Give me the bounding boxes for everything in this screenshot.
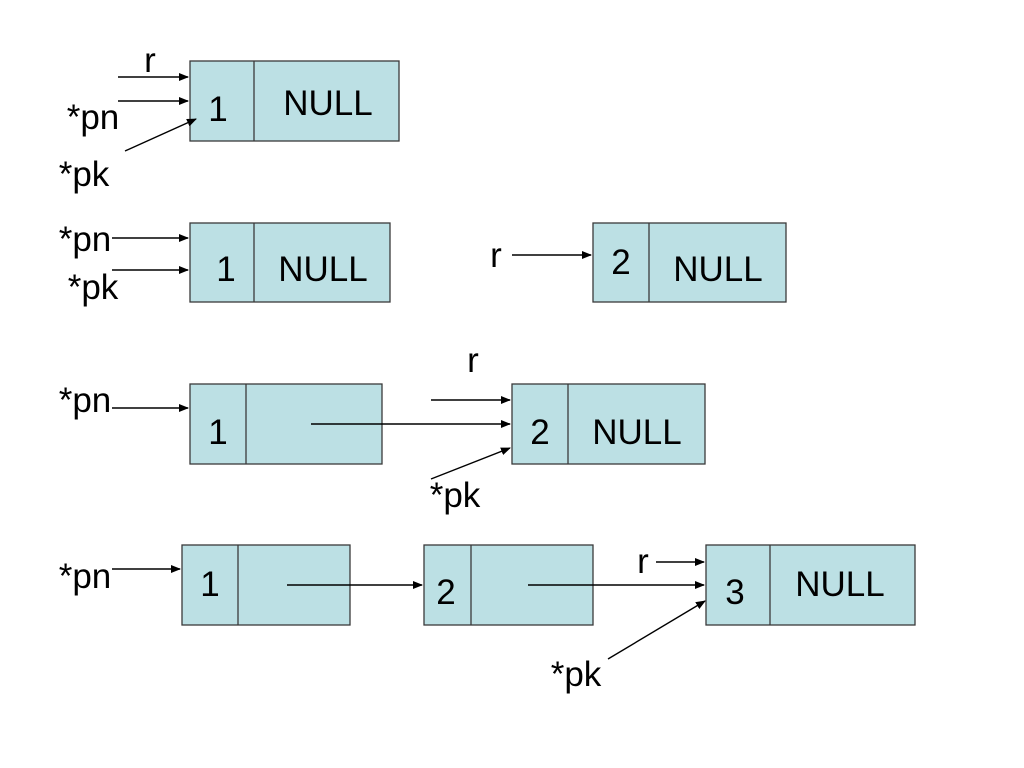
row-4-node-3: 3 NULL [705,544,916,626]
row-4: 1 2 3 NULL *pn r *pk [59,542,916,694]
pointer-label-pk: *pk [551,655,602,694]
node-next: NULL [673,250,762,289]
node-value: 2 [436,573,455,612]
node-value: 3 [725,573,744,612]
pointer-arrow-pk [124,118,197,152]
node-value: 2 [530,413,549,452]
node-box [705,544,916,626]
pointer-label-pn: *pn [59,381,112,420]
row-2: 1 NULL 2 NULL *pn *pk r [59,220,787,307]
node-next: NULL [795,565,884,604]
pointer-arrow-pk [430,447,511,480]
node-box [189,60,400,142]
node-value: 1 [200,565,219,604]
pointer-label-r: r [467,341,479,380]
pointer-label-pn: *pn [67,98,120,137]
pointer-label-r: r [490,236,502,275]
row-2-node-2: 2 NULL [592,222,787,303]
row-1: 1 NULL r *pn *pk [59,41,400,194]
row-1-node-1: 1 NULL [189,60,400,142]
node-box [592,222,787,303]
row-3: 1 2 NULL *pn r *pk [59,341,706,515]
pointer-label-pk: *pk [59,155,110,194]
node-box [511,383,706,465]
node-next: NULL [278,250,367,289]
pointer-label-pk: *pk [68,268,119,307]
pointer-label-r: r [144,41,156,80]
node-value: 1 [208,413,227,452]
node-next: NULL [283,84,372,123]
node-value: 1 [216,250,235,289]
pointer-arrow-pk [607,600,706,660]
node-value: 2 [611,243,630,282]
row-2-node-1: 1 NULL [189,222,391,303]
pointer-label-pk: *pk [430,476,481,515]
node-value: 1 [208,90,227,129]
node-box [189,222,391,303]
node-next: NULL [592,413,681,452]
row-3-node-2: 2 NULL [511,383,706,465]
pointer-label-pn: *pn [59,557,112,596]
pointer-label-pn: *pn [59,220,112,259]
pointer-label-r: r [637,542,649,581]
